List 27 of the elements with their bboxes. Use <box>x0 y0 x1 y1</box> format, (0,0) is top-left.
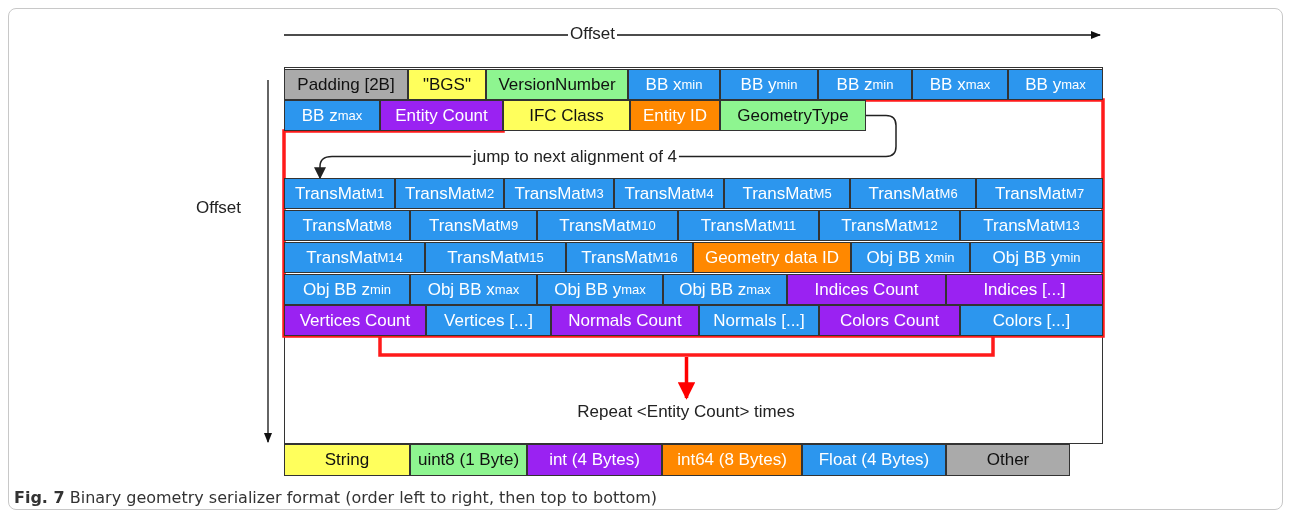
bracket <box>378 337 995 357</box>
field-cell: Padding [2B] <box>284 69 408 100</box>
field-cell: Indices Count <box>787 274 946 305</box>
legend-item: Other <box>946 444 1070 476</box>
field-cell: Vertices Count <box>284 305 426 336</box>
legend-item: int64 (8 Bytes) <box>662 444 802 476</box>
field-cell: Indices [...] <box>946 274 1103 305</box>
field-cell: Colors [...] <box>960 305 1103 336</box>
axis-label: Offset <box>196 198 242 218</box>
repeat-note: Repeat <Entity Count> times <box>536 402 836 422</box>
field-cell: GeometryType <box>720 100 866 131</box>
field-cell: "BGS" <box>408 69 486 100</box>
field-cell: Entity Count <box>380 100 503 131</box>
legend-item: String <box>284 444 410 476</box>
legend-item: Float (4 Bytes) <box>802 444 946 476</box>
arrow <box>677 357 696 400</box>
field-cell: Normals [...] <box>699 305 819 336</box>
field-cell: VersionNumber <box>486 69 628 100</box>
field-cell: Colors Count <box>819 305 960 336</box>
figure-caption: Fig. 7 Binary geometry serializer format (order left to right, then top to bottom) <box>14 488 658 507</box>
field-cell: Vertices [...] <box>426 305 551 336</box>
field-cell: Entity ID <box>630 100 720 131</box>
field-cell: IFC Class <box>503 100 630 131</box>
field-cell: Normals Count <box>551 305 699 336</box>
legend-item: uint8 (1 Byte) <box>410 444 527 476</box>
legend-item: int (4 Bytes) <box>527 444 662 476</box>
field-cell: Geometry data ID <box>693 242 851 273</box>
